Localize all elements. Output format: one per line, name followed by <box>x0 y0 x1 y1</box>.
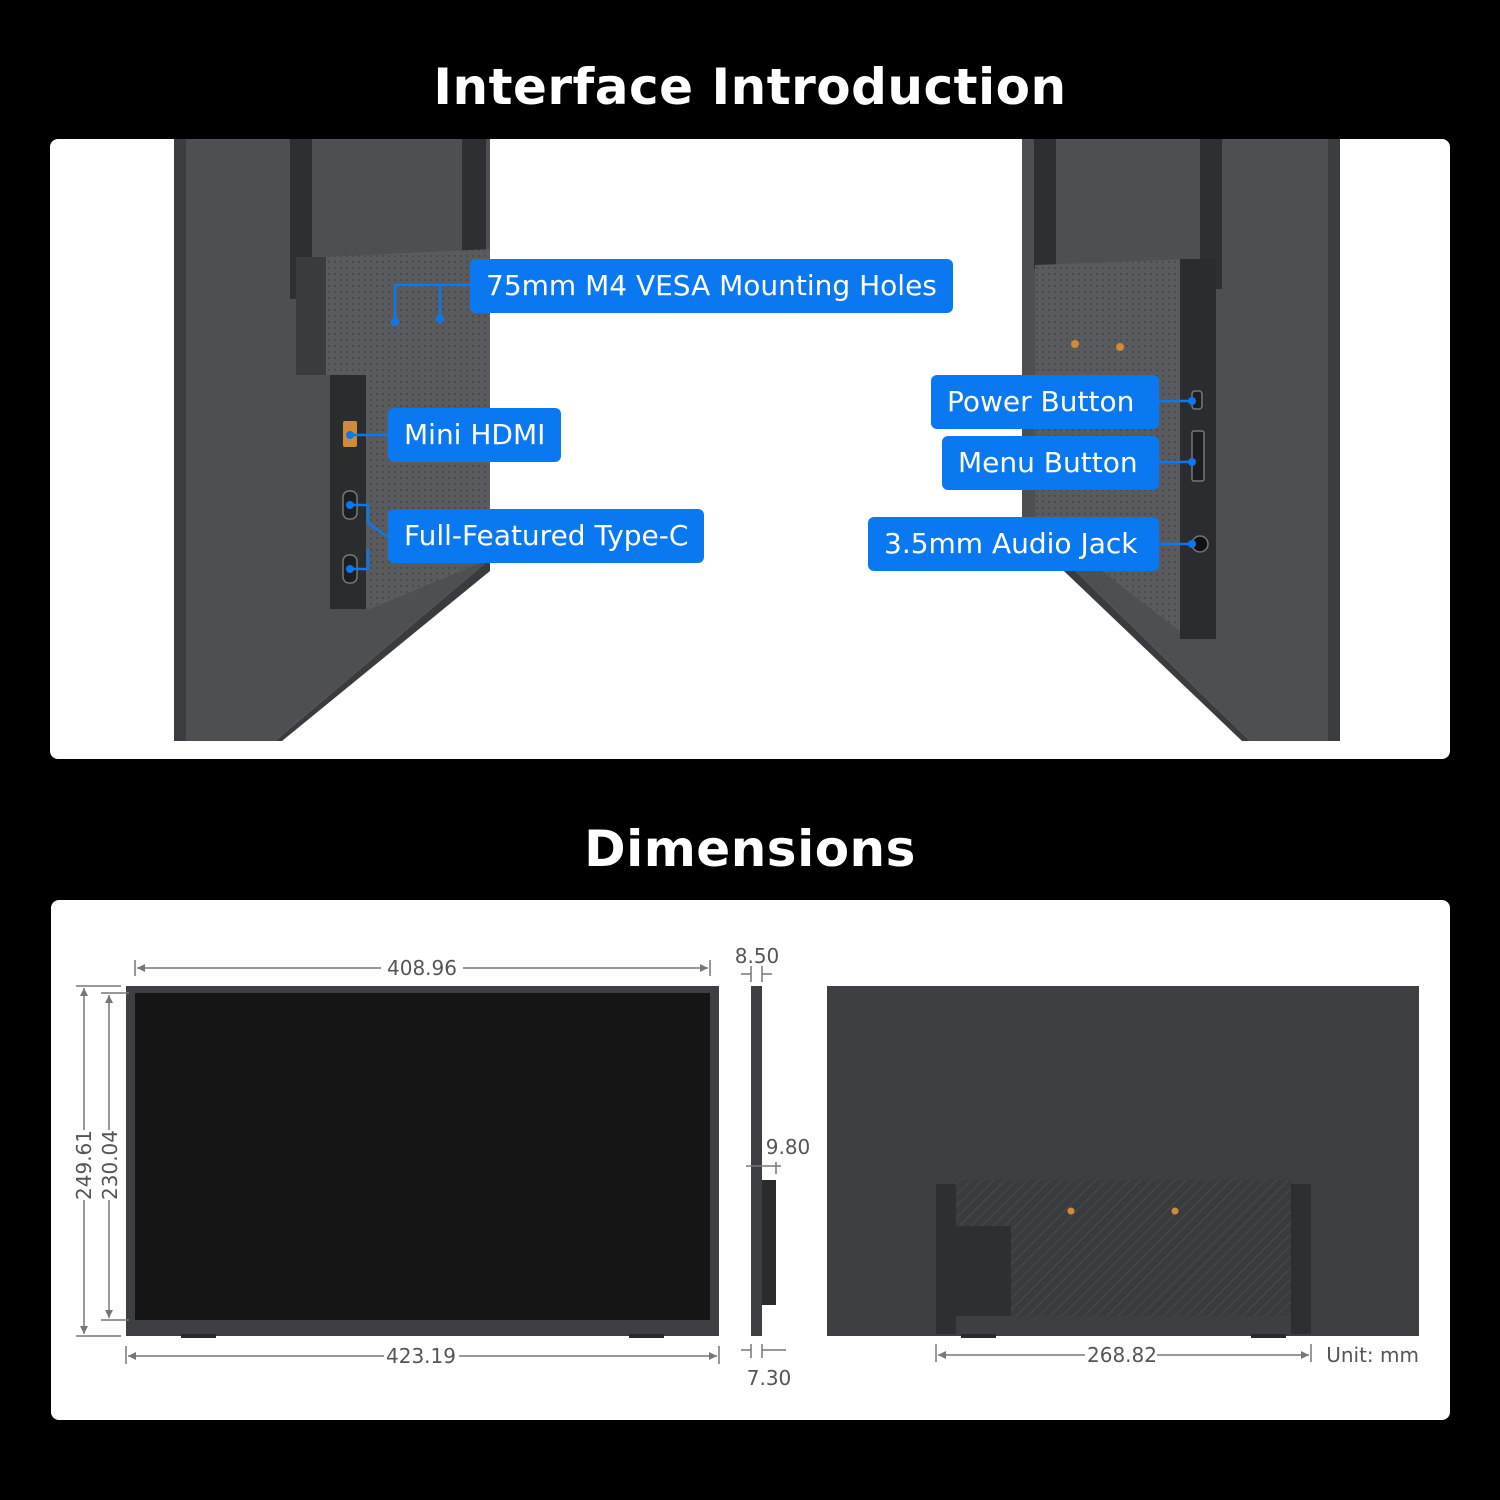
menu-button-label: Menu Button <box>942 436 1159 490</box>
audio-jack-label: 3.5mm Audio Jack <box>868 517 1159 571</box>
power-button-label: Power Button <box>931 375 1159 429</box>
dim-inner-height: 230.04 <box>98 1130 122 1200</box>
dimension-arrowheads <box>80 964 1309 1360</box>
interface-device-illustration <box>174 139 1340 741</box>
dimensions-drawing: 408.96 423.19 249.61 230.04 8.50 9.80 7.… <box>72 944 1419 1390</box>
back-view <box>827 986 1419 1338</box>
vesa-mounting-holes-label: 75mm M4 VESA Mounting Holes <box>470 259 953 313</box>
type-c-label: Full-Featured Type-C <box>388 509 705 563</box>
front-view <box>126 986 719 1338</box>
unit-label: Unit: mm <box>1326 1343 1419 1367</box>
dim-front-outer-width: 423.19 <box>386 1344 456 1368</box>
dim-side-bottom: 7.30 <box>747 1366 792 1390</box>
callout-leaders <box>350 283 1192 571</box>
dimensions-title: Dimensions <box>584 820 916 878</box>
dimension-lines <box>76 960 1312 1364</box>
dim-side-top: 8.50 <box>735 944 780 968</box>
dim-outer-height: 249.61 <box>72 1130 96 1200</box>
interface-title: Interface Introduction <box>433 58 1067 116</box>
left-monitor <box>174 139 490 741</box>
dimensions-panel: 408.96 423.19 249.61 230.04 8.50 9.80 7.… <box>51 900 1450 1420</box>
dim-back-bracket-width: 268.82 <box>1087 1343 1157 1367</box>
dim-side-mid: 9.80 <box>766 1135 811 1159</box>
side-view <box>751 986 776 1336</box>
mini-hdmi-label: Mini HDMI <box>388 408 562 462</box>
dim-front-inner-width: 408.96 <box>387 956 457 980</box>
interface-panel: 75mm M4 VESA Mounting Holes Mini HDMI Fu… <box>50 139 1450 759</box>
